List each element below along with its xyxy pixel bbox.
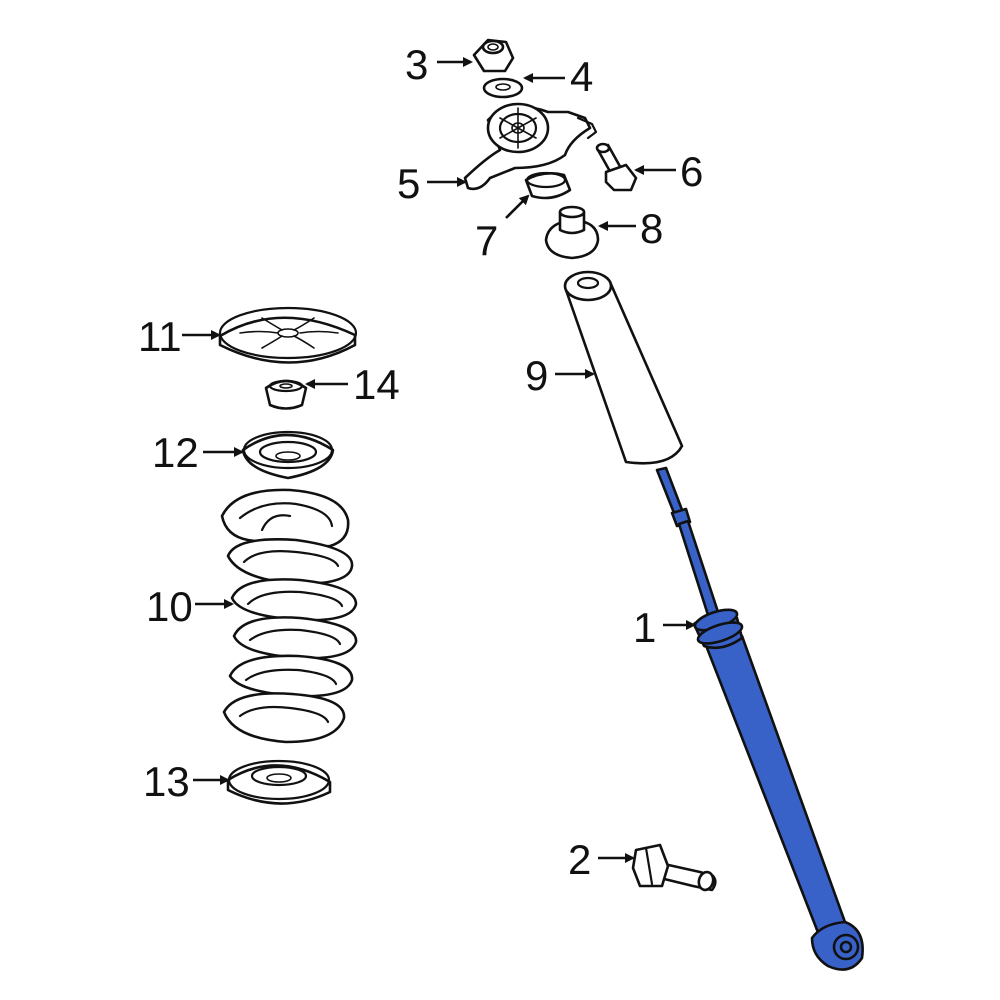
callout-arrows — [182, 57, 696, 863]
callout-9: 9 — [525, 352, 549, 399]
coil-spring-part[interactable] — [220, 488, 358, 744]
callout-2: 2 — [568, 836, 592, 883]
washer-part[interactable] — [482, 77, 524, 99]
callout-8: 8 — [640, 205, 664, 252]
callout-3: 3 — [405, 41, 429, 88]
callout-6: 6 — [680, 148, 704, 195]
arrow-7 — [505, 194, 530, 219]
lower-seat-part[interactable] — [226, 759, 332, 805]
callout-5: 5 — [397, 160, 421, 207]
nut-part[interactable] — [472, 38, 515, 73]
dust-boot-part[interactable] — [563, 270, 684, 465]
callout-12: 12 — [152, 429, 199, 476]
bump-stop-part[interactable] — [544, 205, 600, 260]
callout-14: 14 — [353, 361, 400, 408]
upper-mount-part[interactable] — [463, 102, 598, 191]
callout-11: 11 — [138, 313, 182, 360]
callout-13: 13 — [143, 758, 190, 805]
callout-1: 1 — [633, 604, 657, 651]
bolt-part[interactable] — [631, 843, 717, 892]
upper-insulator-part[interactable] — [218, 306, 358, 364]
upper-seat-part[interactable] — [241, 430, 335, 480]
cap-part[interactable] — [264, 379, 308, 410]
bushing-part[interactable] — [524, 171, 572, 200]
callout-4: 4 — [570, 53, 594, 100]
callout-7: 7 — [475, 217, 499, 264]
mount-bolt-part[interactable] — [595, 142, 638, 192]
shock-absorber-part[interactable] — [655, 466, 864, 971]
callout-10: 10 — [146, 583, 193, 630]
